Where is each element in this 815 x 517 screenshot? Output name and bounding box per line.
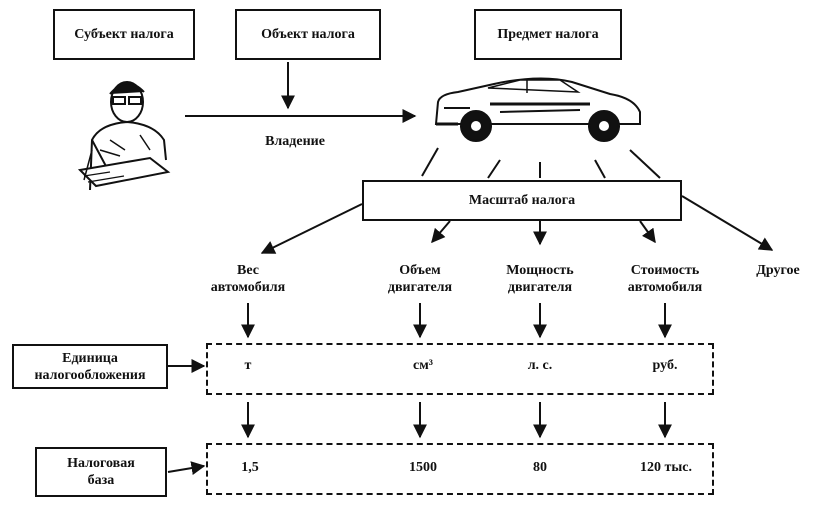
car-scale-line-2 bbox=[487, 159, 501, 179]
car-scale-line-1 bbox=[421, 147, 439, 177]
base-row bbox=[206, 443, 714, 495]
base-cost: 120 тыс. bbox=[639, 460, 693, 475]
scale-arrow-cost bbox=[639, 220, 656, 244]
ownership-label: Владение bbox=[265, 134, 325, 149]
unit-power: л. с. bbox=[527, 358, 553, 373]
car-scale-line-4 bbox=[594, 159, 606, 179]
unit-cost: руб. bbox=[652, 358, 678, 373]
scale-arrow-other bbox=[681, 195, 774, 251]
subject-label: Субъект налога bbox=[74, 27, 174, 42]
base-weight: 1,5 bbox=[241, 460, 259, 475]
criterion-other: Другое bbox=[756, 263, 800, 278]
unit-volume: см³ bbox=[413, 358, 433, 373]
car-scale-line-5 bbox=[629, 149, 661, 179]
scale-arrow-volume bbox=[431, 220, 451, 244]
subject-box: Субъект налога bbox=[53, 9, 195, 60]
scale-box: Масштаб налога bbox=[362, 180, 682, 221]
object-box: Объект налога bbox=[235, 9, 381, 60]
item-box: Предмет налога bbox=[474, 9, 622, 60]
unit-weight: т bbox=[244, 358, 252, 373]
item-label: Предмет налога bbox=[497, 27, 599, 42]
scale-label: Масштаб налога bbox=[468, 193, 576, 208]
scale-arrow-weight bbox=[260, 203, 363, 254]
person-illustration bbox=[77, 81, 171, 191]
object-label: Объект налога bbox=[261, 27, 355, 42]
base-volume: 1500 bbox=[409, 460, 437, 475]
unit-row bbox=[206, 343, 714, 395]
car-illustration bbox=[434, 77, 641, 142]
base-power: 80 bbox=[533, 460, 547, 475]
